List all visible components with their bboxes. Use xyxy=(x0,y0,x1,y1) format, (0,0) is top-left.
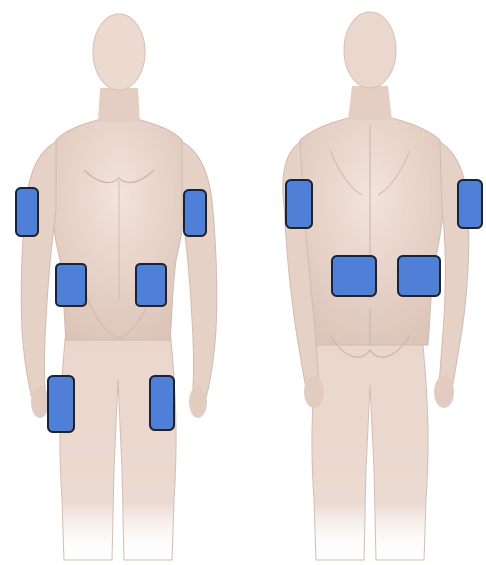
back-figure xyxy=(283,12,482,560)
back-legs xyxy=(312,335,428,560)
front-site-right-thigh xyxy=(48,376,74,432)
front-head xyxy=(93,14,145,90)
front-right-arm xyxy=(21,142,56,405)
back-left-hand xyxy=(434,376,454,408)
front-left-arm xyxy=(182,142,217,405)
front-right-hand xyxy=(31,386,49,418)
front-site-right-abdomen xyxy=(56,264,86,306)
front-legs xyxy=(60,330,176,560)
back-right-hand xyxy=(304,376,324,408)
back-site-left-lower-back xyxy=(398,256,440,296)
back-head xyxy=(344,12,396,88)
back-site-right-upper-arm xyxy=(286,180,312,228)
back-site-right-lower-back xyxy=(332,256,376,296)
front-site-left-abdomen xyxy=(136,264,166,306)
front-left-hand xyxy=(189,386,207,418)
back-neck xyxy=(348,86,392,120)
front-neck xyxy=(98,88,140,122)
front-site-left-thigh xyxy=(150,376,174,430)
front-site-left-upper-arm xyxy=(184,190,206,236)
front-site-right-upper-arm xyxy=(16,188,38,236)
back-site-left-upper-arm xyxy=(458,180,482,228)
front-figure xyxy=(16,14,217,560)
